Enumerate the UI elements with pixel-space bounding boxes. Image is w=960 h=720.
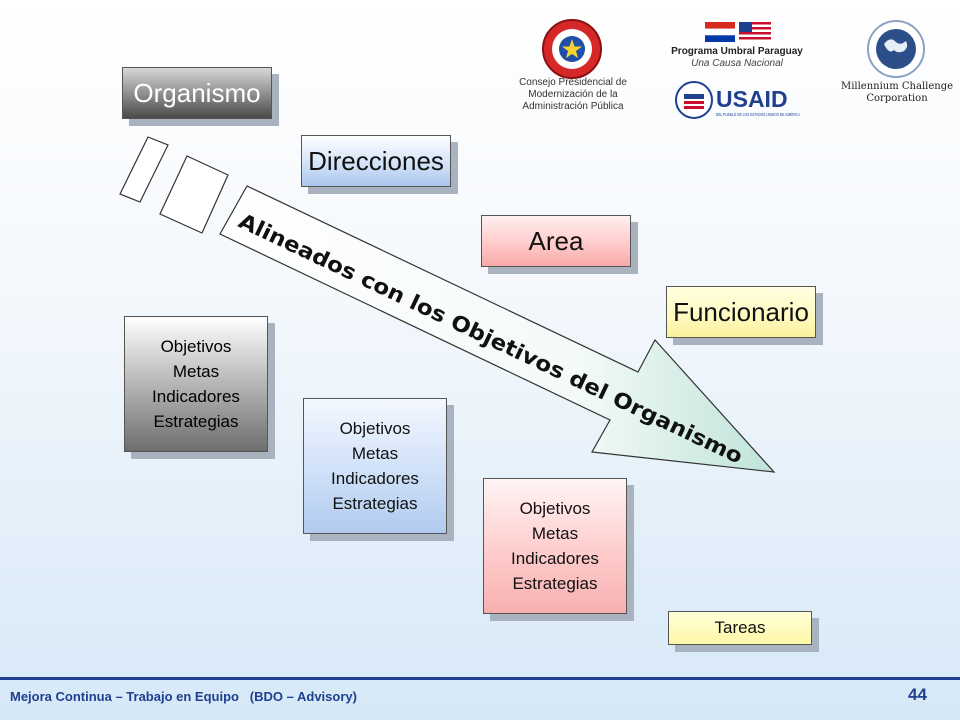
objectives-box-direcciones: Objetivos Metas Indicadores Estrategias	[303, 398, 447, 534]
goals-line: Metas	[172, 362, 220, 381]
goals-line: Metas	[531, 524, 579, 543]
indicators-line: Indicadores	[331, 469, 419, 488]
decorative-parallelogram-2	[159, 155, 229, 234]
tasks-label: Tareas	[714, 618, 766, 637]
level-funcionario-label: Funcionario	[673, 296, 809, 327]
programa-umbral-caption: Programa Umbral Paraguay Una Causa Nacio…	[671, 46, 803, 69]
level-direcciones-label: Direcciones	[308, 145, 444, 176]
usaid-subtitle: DEL PUEBLO DE LOS ESTADOS UNIDOS DE AMÉR…	[716, 111, 801, 117]
footer-divider	[0, 677, 960, 680]
objectives-box-area: Objetivos Metas Indicadores Estrategias	[483, 478, 627, 614]
objectives-line: Objetivos	[519, 499, 591, 518]
strategies-line: Estrategias	[512, 574, 598, 593]
level-organismo-label: Organismo	[133, 77, 261, 108]
goals-line: Metas	[351, 444, 399, 463]
tasks-box: Tareas	[668, 611, 812, 645]
indicators-line: Indicadores	[152, 387, 240, 406]
mcc-globe-seal-icon	[867, 20, 925, 78]
objectives-box-organismo: Objetivos Metas Indicadores Estrategias	[124, 316, 268, 452]
mcc-caption: Millennium Challenge Corporation	[840, 81, 954, 104]
usaid-logo-icon: USAID DEL PUEBLO DE LOS ESTADOS UNIDOS D…	[675, 81, 801, 119]
paraguay-usa-flags-icon	[705, 22, 771, 42]
paraguay-seal-icon	[542, 19, 602, 79]
decorative-parallelogram-1	[119, 136, 169, 203]
alignment-arrow	[219, 185, 776, 473]
level-funcionario: Funcionario	[666, 286, 816, 338]
level-area: Area	[481, 215, 631, 267]
objectives-line: Objetivos	[160, 337, 232, 356]
strategies-line: Estrategias	[153, 412, 239, 431]
level-area-label: Area	[528, 225, 584, 256]
strategies-line: Estrategias	[332, 494, 418, 513]
indicators-line: Indicadores	[511, 549, 599, 568]
page-number: 44	[908, 685, 927, 704]
level-organismo: Organismo	[122, 67, 272, 119]
footer-text: Mejora Continua – Trabajo en Equipo (BDO…	[10, 689, 357, 704]
usaid-wordmark: USAID	[716, 86, 788, 112]
level-direcciones: Direcciones	[301, 135, 451, 187]
consejo-presidencial-caption: Consejo Presidencial de Modernización de…	[519, 77, 627, 112]
objectives-line: Objetivos	[339, 419, 411, 438]
